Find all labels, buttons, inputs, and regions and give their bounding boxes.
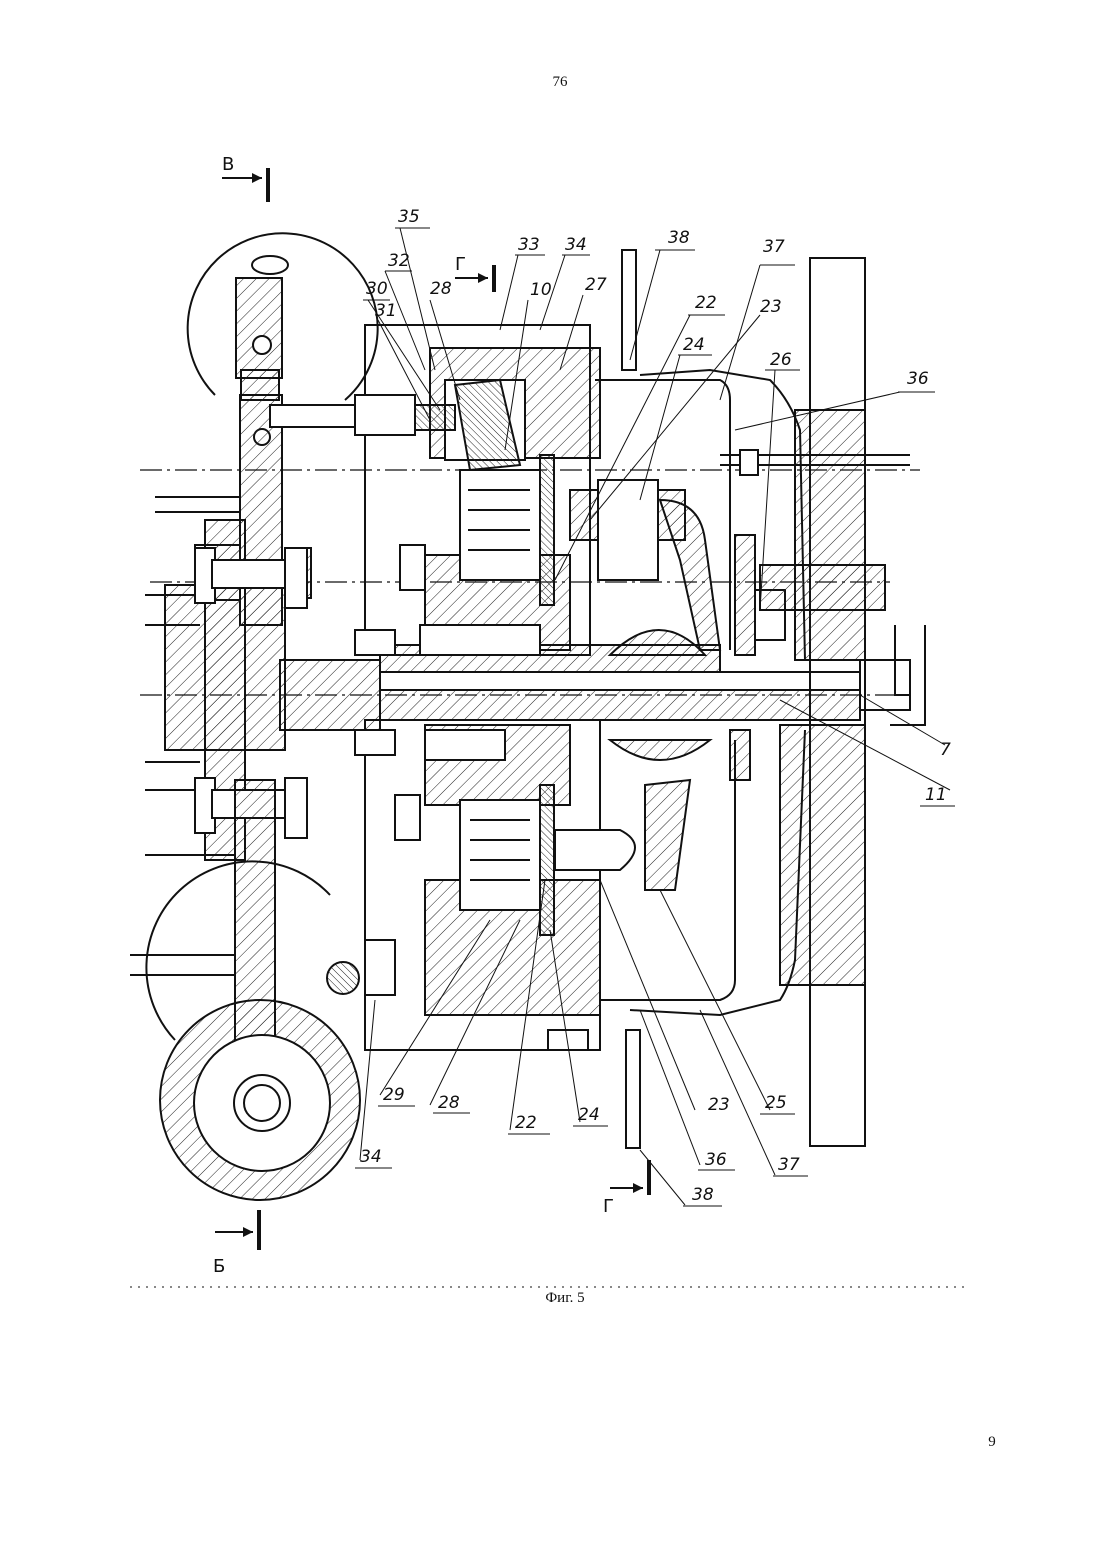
housing-upper [355,325,600,655]
page-number-bottom: 9 [972,1434,1012,1451]
part-label: 38 [692,1185,714,1205]
part-label: 23 [760,297,782,317]
part-label: 36 [907,369,929,389]
part-label: 27 [585,275,607,295]
lower-lever [146,780,360,1200]
part-label: 33 [518,235,540,255]
part-label: 28 [438,1093,460,1113]
section-mark-b-bottom: Б [213,1210,259,1277]
part-label: 11 [925,785,947,805]
part-label: 26 [770,350,792,370]
part-label: 23 [708,1095,730,1115]
part-label: 22 [515,1113,537,1133]
part-label: 32 [388,251,410,271]
part-labels-bottom: 29 28 22 24 23 25 34 36 37 38 [355,1085,808,1206]
section-mark-g-top: Г [455,254,494,292]
figure-caption: Фиг. 5 [500,1290,630,1307]
part-label: 37 [763,237,785,257]
part-label: 37 [778,1155,800,1175]
part-label: 24 [578,1105,600,1125]
part-label: 25 [765,1093,787,1113]
part-label: 29 [383,1085,405,1105]
part-label: 34 [565,235,587,255]
section-mark-g-bottom: Г [603,1160,649,1217]
part-label: 22 [695,293,717,313]
section-mark-v-top: В [222,154,268,202]
part-label: 10 [530,280,552,300]
part-label: 38 [668,228,690,248]
section-letter-g-top: Г [455,254,466,275]
section-letter-v: В [222,154,234,175]
section-letter-g-bottom: Г [603,1196,614,1217]
part-label: 35 [398,207,420,227]
part-label: 34 [360,1147,382,1167]
part-labels-right: 7 11 [920,740,955,806]
section-letter-b: Б [213,1256,225,1277]
part-label: 36 [705,1150,727,1170]
housing-lower [355,720,805,1050]
part-label: 31 [375,301,397,321]
part-label: 28 [430,279,452,299]
part-label: 30 [366,279,388,299]
part-label: 7 [940,740,951,760]
part-label: 24 [683,335,705,355]
housing-right-upper [570,370,805,660]
